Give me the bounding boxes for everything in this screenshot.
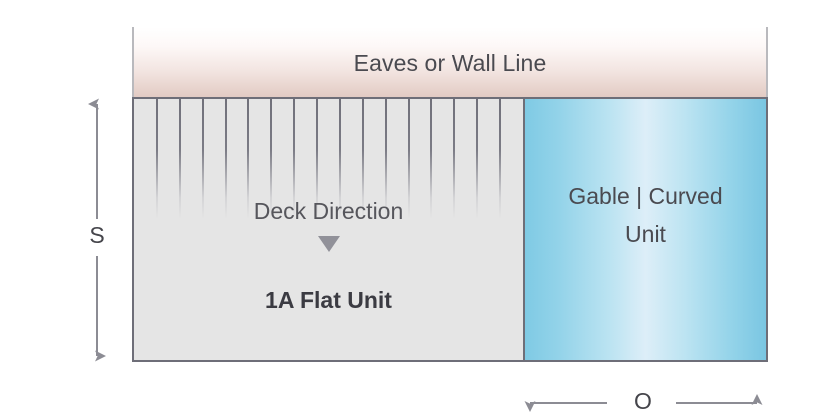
gable-label-line-1: Gable | Curved (568, 183, 723, 210)
dimension-o-label: O (634, 388, 652, 414)
eaves-or-wall-line-label: Eaves or Wall Line (353, 49, 547, 76)
triangle-down-icon (317, 236, 340, 252)
gable-curved-unit-label: Gable | Curved Unit (568, 178, 722, 253)
gable-label-line-2: Unit (625, 220, 666, 247)
flat-unit-panel: Deck Direction 1A Flat Unit (134, 99, 523, 360)
assembly-body: Deck Direction 1A Flat Unit Gable | Curv… (132, 97, 768, 362)
deck-direction-label: Deck Direction (253, 198, 404, 224)
dimension-s-label: S (89, 222, 105, 248)
eaves-or-wall-line-band: Eaves or Wall Line (132, 27, 768, 97)
flat-unit-label: 1A Flat Unit (265, 287, 392, 313)
gable-curved-unit-panel: Gable | Curved Unit (523, 99, 766, 360)
